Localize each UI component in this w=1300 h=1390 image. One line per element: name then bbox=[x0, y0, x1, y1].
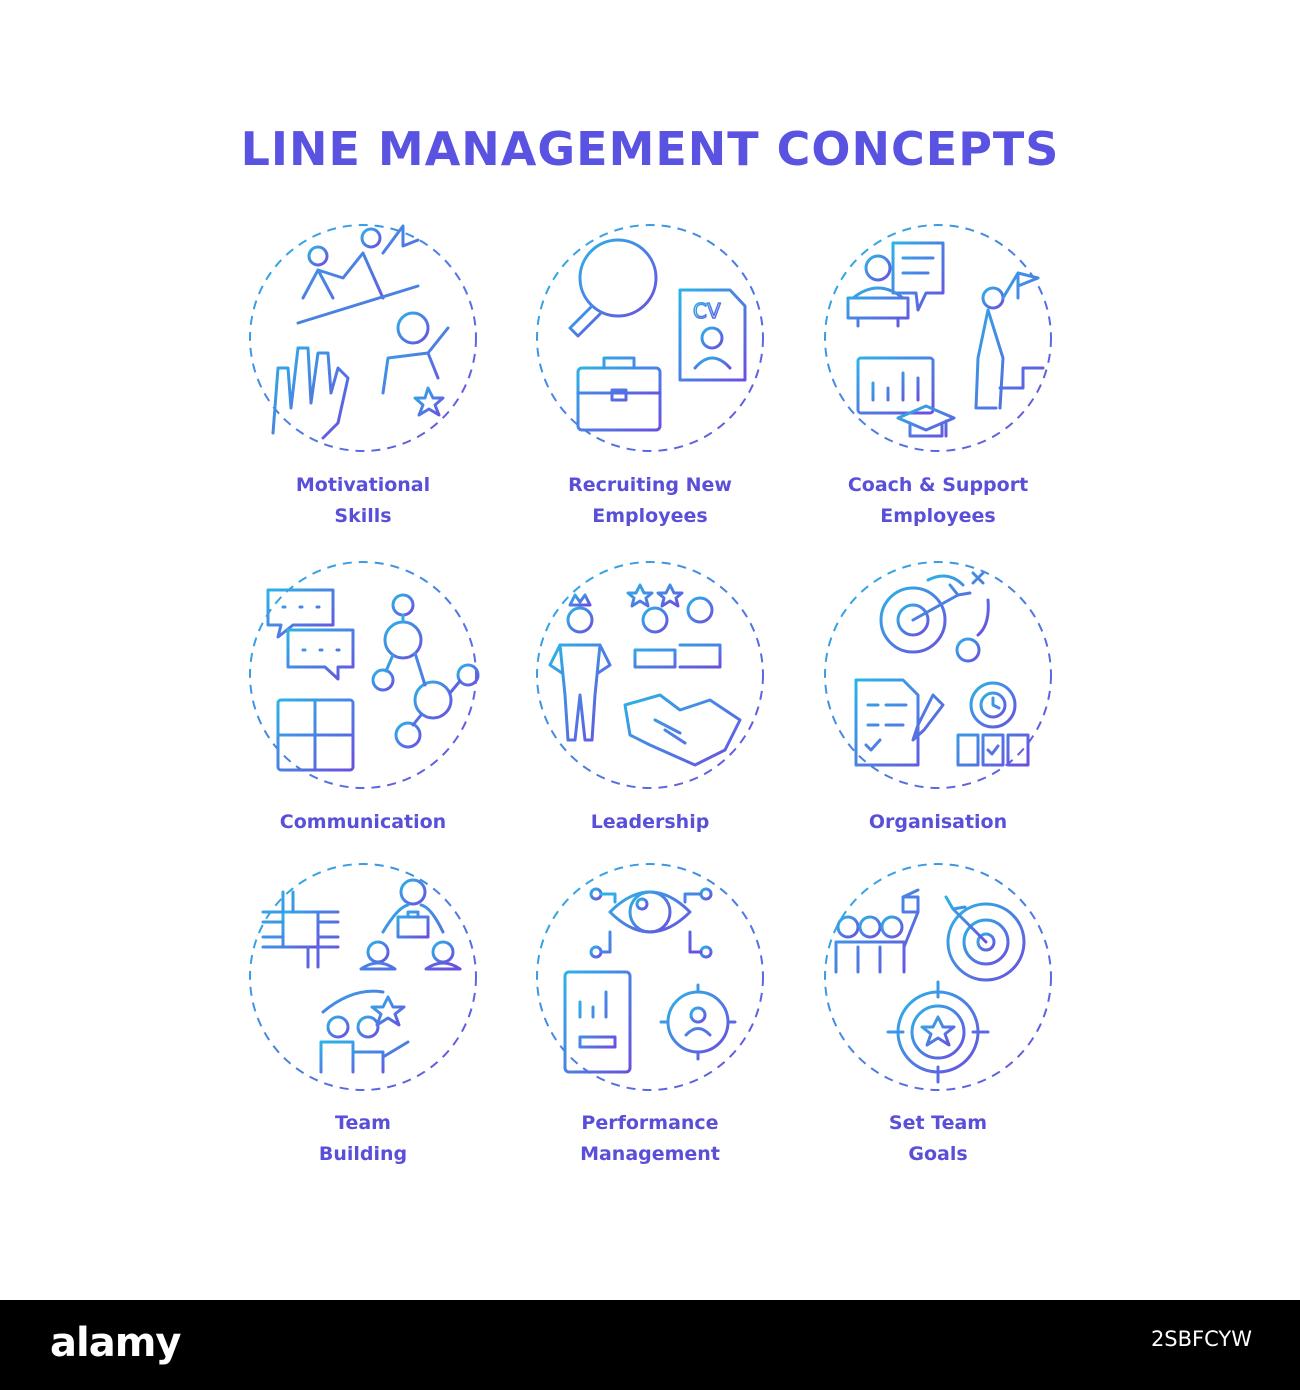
svg-text:CV: CV bbox=[693, 299, 721, 323]
presenter-chart-graduation-icon bbox=[824, 224, 1052, 452]
concept-set-team-goals bbox=[818, 857, 1058, 1097]
alamy-logo: alamy bbox=[50, 1320, 181, 1366]
concept-label: Team Building bbox=[318, 1112, 408, 1165]
concept-label: Recruiting New Employees bbox=[568, 474, 732, 527]
concept-label: Leadership bbox=[590, 811, 710, 833]
eye-report-gear-icon bbox=[536, 863, 764, 1091]
concept-recruiting-new-employees: CV bbox=[530, 218, 770, 458]
hands-team-star-icon bbox=[249, 863, 477, 1091]
concept-label: Set Team Goals bbox=[888, 1112, 988, 1165]
concept-leadership bbox=[530, 555, 770, 795]
concept-team-building bbox=[243, 857, 483, 1097]
concept-motivational-skills bbox=[243, 218, 483, 458]
image-id: 2SBFCYW bbox=[1150, 1327, 1252, 1351]
page-title: LINE MANAGEMENT CONCEPTS bbox=[240, 122, 1060, 176]
concept-label: Performance Management bbox=[580, 1112, 720, 1165]
concept-label: Organisation bbox=[868, 811, 1008, 833]
team-flag-target-star-icon bbox=[824, 863, 1052, 1091]
concept-coach-support-employees bbox=[818, 218, 1058, 458]
concept-organisation bbox=[818, 555, 1058, 795]
concept-performance-management bbox=[530, 857, 770, 1097]
leader-team-handshake-icon bbox=[536, 561, 764, 789]
footer-bar: alamy 2SBFCYW bbox=[0, 1300, 1300, 1390]
concept-communication bbox=[243, 555, 483, 795]
climbing-team-high-five-icon bbox=[249, 224, 477, 452]
target-checklist-gear-icon bbox=[824, 561, 1052, 789]
chat-network-puzzle-icon bbox=[249, 561, 480, 789]
concept-label: Communication bbox=[279, 811, 447, 833]
concept-label: Coach & Support Employees bbox=[847, 474, 1029, 527]
concept-label: Motivational Skills bbox=[295, 474, 431, 527]
magnifier-cv-briefcase-icon: CV bbox=[536, 224, 764, 452]
